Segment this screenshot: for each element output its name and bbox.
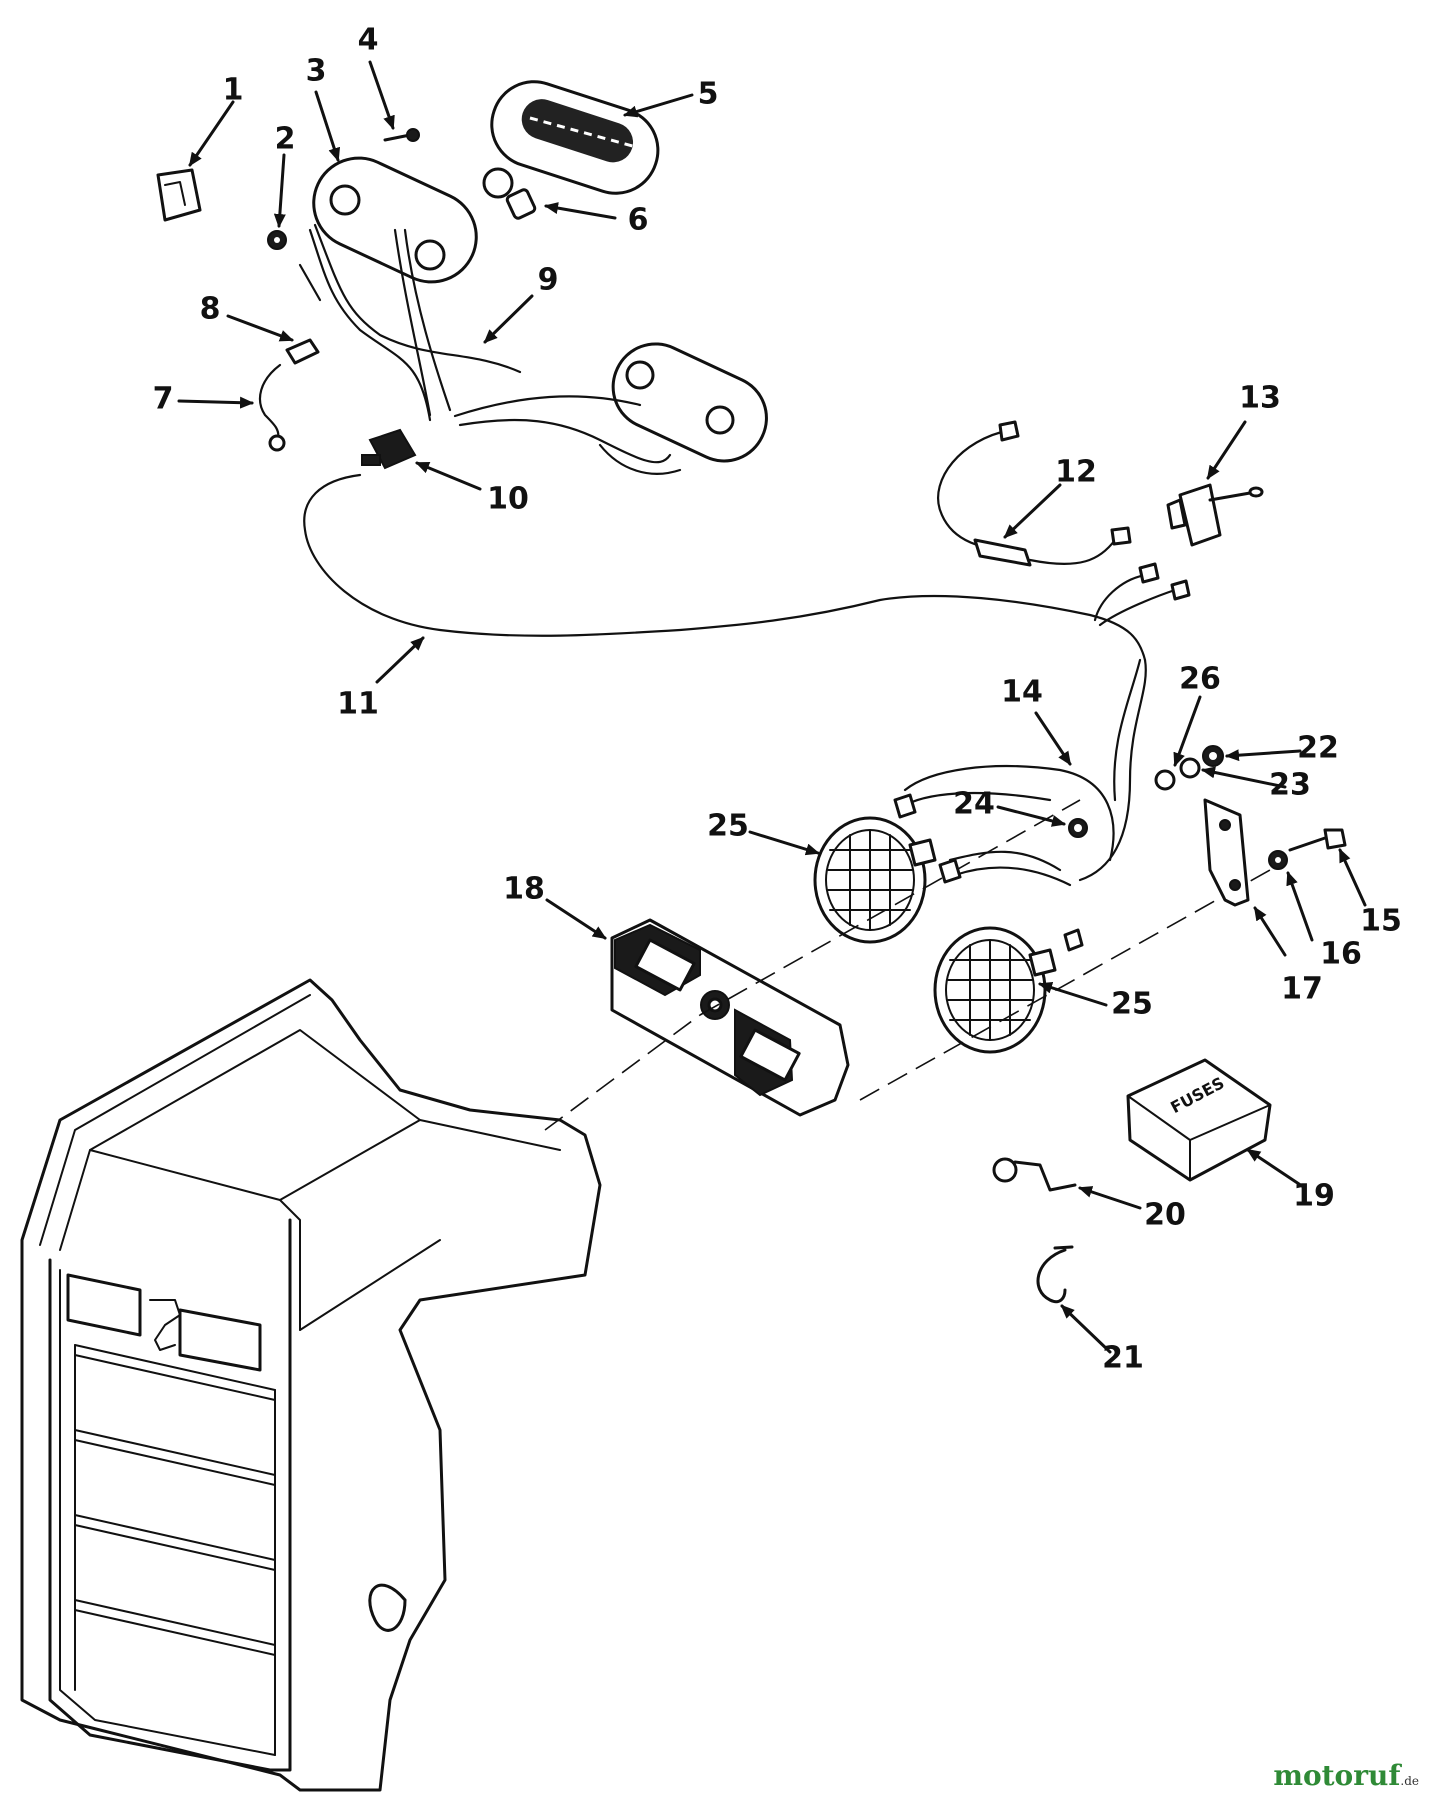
callout-15: 15 [1360,904,1402,939]
clip [156,168,202,222]
callout-14: 14 [1001,675,1043,710]
screw [383,128,420,142]
callout-20: 20 [1144,1198,1186,1233]
callout-labels: 1 2 3 4 5 6 7 8 9 10 11 12 13 14 15 16 1… [153,23,1402,1376]
callout-18: 18 [503,872,545,907]
callout-4: 4 [358,23,379,58]
callout-5: 5 [698,77,719,112]
callout-13: 13 [1239,381,1281,416]
callout-26: 26 [1179,662,1221,697]
callout-22: 22 [1297,731,1339,766]
callout-25-right: 25 [1111,987,1153,1022]
hood [20,978,602,1792]
callout-21: 21 [1102,1341,1144,1376]
fuse-box: FUSES [1126,1058,1272,1182]
callout-7: 7 [153,382,174,417]
callout-2: 2 [275,122,296,157]
callout-3: 3 [306,54,327,89]
callout-17: 17 [1281,972,1323,1007]
band-clamp [1036,1245,1074,1304]
headlight-bracket [610,918,850,1117]
work-lamp-left [813,816,937,944]
callout-1: 1 [223,73,244,108]
watermark-main: motoruf [1273,1759,1401,1792]
callout-11: 11 [337,687,379,722]
callout-23: 23 [1269,768,1311,803]
tail-lamp-housing-2 [611,342,768,463]
tail-lamp-housing [312,156,478,284]
leader-lines [177,60,1367,1354]
callout-12: 12 [1055,455,1097,490]
callout-25-left: 25 [707,809,749,844]
watermark-suffix: .de [1400,1774,1419,1788]
callout-6: 6 [628,203,649,238]
tail-lamp-lens [490,80,660,195]
connector [361,428,417,470]
callout-16: 16 [1320,937,1362,972]
watermark: motoruf.de [1273,1759,1419,1792]
mounting-plate [1203,798,1250,907]
callout-10: 10 [487,482,529,517]
wire-clip [992,1157,1077,1192]
callout-9: 9 [538,263,559,298]
toggle-switch [1166,483,1264,547]
work-lamp-right [933,926,1057,1054]
nut [267,230,287,250]
callout-8: 8 [200,292,221,327]
bulb [482,167,537,220]
callout-24: 24 [953,787,995,822]
callout-19: 19 [1293,1179,1335,1214]
